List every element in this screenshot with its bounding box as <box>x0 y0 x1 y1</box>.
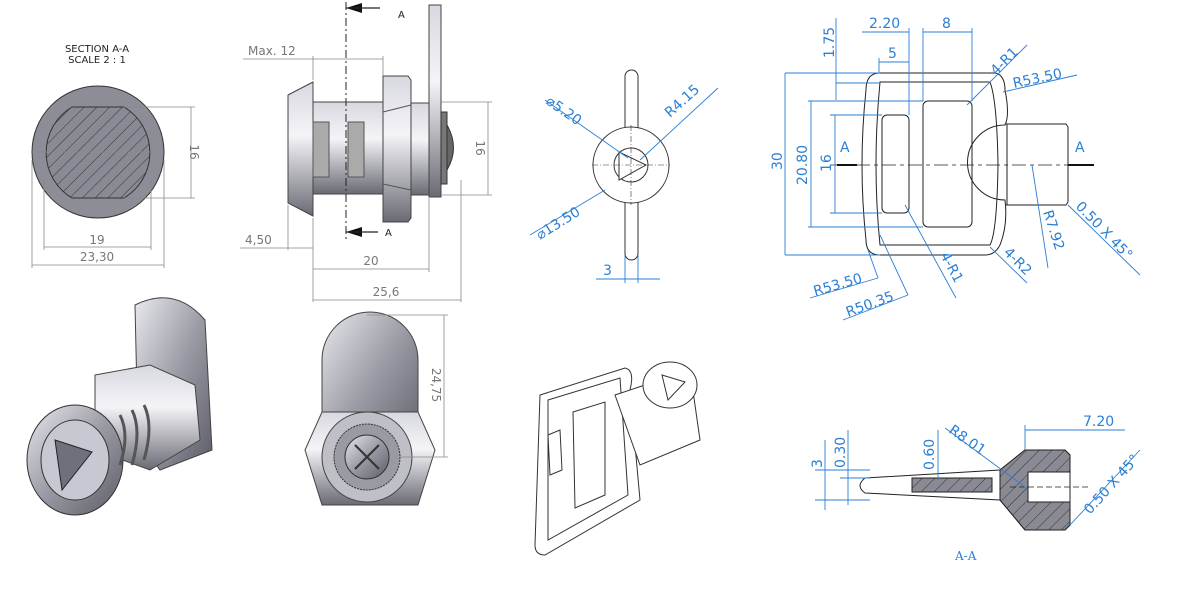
dim-3: 3 <box>810 459 826 468</box>
cut-label-bottom: A <box>385 228 392 239</box>
dim-side-height: 16 <box>473 140 487 155</box>
section-title: SECTION A-A <box>65 44 129 55</box>
section-label: A-A <box>954 549 977 563</box>
dim-0-30: 0.30 <box>833 437 849 468</box>
cut-a-right: A <box>1075 140 1085 156</box>
isometric-lock-view <box>26 297 213 516</box>
dim-chamfer-top: 0.50 X 45° <box>1072 199 1135 264</box>
dim-front-height: 24,75 <box>429 368 443 402</box>
dim-7-20: 7.20 <box>1083 414 1114 430</box>
dim-max: Max. 12 <box>248 44 296 58</box>
dim-r53-50-bottom: R53.50 <box>812 271 864 300</box>
dim-radius: R4.15 <box>662 82 703 121</box>
dim-30: 30 <box>770 152 786 170</box>
dim-2-20: 2.20 <box>869 16 900 32</box>
front-view: 24,75 <box>304 311 448 506</box>
dim-dia: ⌀13.50 <box>534 204 584 243</box>
section-view: SECTION A-A SCALE 2 : 1 16 19 23,30 <box>31 44 201 268</box>
side-view: A A Max. 12 16 4,50 20 25,6 <box>240 2 492 302</box>
dim-8: 8 <box>942 16 951 32</box>
dim-16: 16 <box>819 154 835 172</box>
dim-hole: ⌀5.20 <box>543 93 585 129</box>
key-section-view: 3 0.30 0.60 R8.01 7.20 0.50 X 45° A-A <box>810 414 1143 563</box>
dim-thickness: 3 <box>603 263 612 279</box>
dim-r50-35: R50.35 <box>844 289 896 321</box>
dim-20-80: 20.80 <box>795 145 811 185</box>
dim-r7-92: R7.92 <box>1039 208 1067 252</box>
dim-flange: 4,50 <box>245 233 272 247</box>
dim-0-60: 0.60 <box>922 439 938 470</box>
cut-label-top: A <box>398 10 405 21</box>
cut-a-left: A <box>840 140 850 156</box>
dim-chamfer-section: 0.50 X 45° <box>1081 452 1143 518</box>
dim-4-r1-top: 4-R1 <box>988 44 1022 78</box>
dim-1-75: 1.75 <box>822 27 838 58</box>
dim-5: 5 <box>888 46 897 62</box>
dim-total: 25,6 <box>373 285 400 299</box>
dim-section-inner-width: 19 <box>89 233 104 247</box>
dim-section-height: 16 <box>187 144 201 159</box>
key-top-view: A A 1.75 30 20.80 16 2.20 8 5 4-R1 R53.5… <box>770 16 1141 321</box>
dim-r53-50-top: R53.50 <box>1012 66 1064 92</box>
section-scale: SCALE 2 : 1 <box>68 55 126 66</box>
isometric-key-view <box>534 361 701 556</box>
dim-body: 20 <box>363 254 378 268</box>
dim-r8-01: R8.01 <box>946 422 989 459</box>
dim-section-outer-width: 23,30 <box>80 250 114 264</box>
key-end-view: ⌀5.20 R4.15 ⌀13.50 3 <box>529 69 719 283</box>
